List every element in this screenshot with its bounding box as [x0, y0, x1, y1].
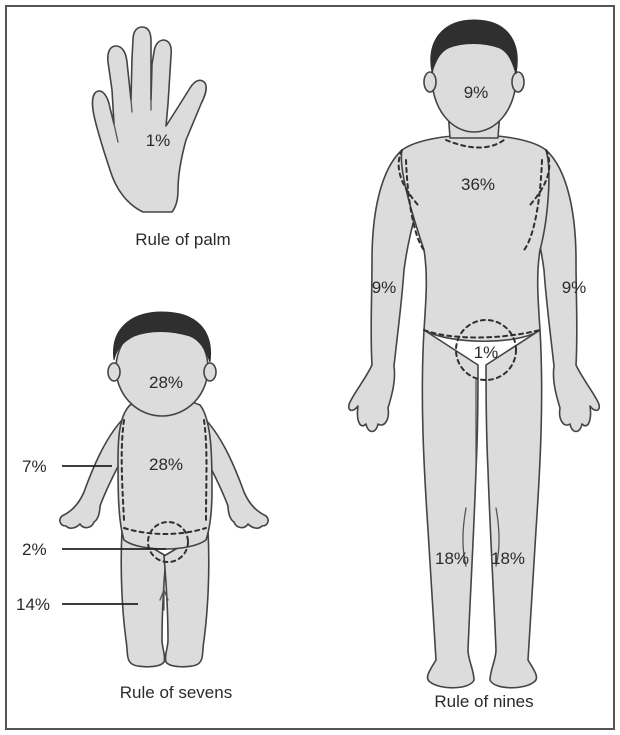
adult-right-arm-percent: 9% — [562, 278, 587, 297]
adult-caption: Rule of nines — [434, 692, 533, 711]
child-torso — [118, 400, 212, 549]
child-arm-callout: 7% — [22, 457, 47, 476]
child-ear — [204, 363, 216, 381]
child-caption: Rule of sevens — [120, 683, 232, 702]
adult-ear — [512, 72, 524, 92]
child-head-percent: 28% — [149, 373, 183, 392]
adult-right-leg-percent: 18% — [491, 549, 525, 568]
palm-percent: 1% — [146, 131, 171, 150]
child-trunk-percent: 28% — [149, 455, 183, 474]
adult-ear — [424, 72, 436, 92]
adult-genital-percent: 1% — [474, 343, 499, 362]
child-ear — [108, 363, 120, 381]
palm-caption: Rule of palm — [135, 230, 230, 249]
child-leg-callout: 14% — [16, 595, 50, 614]
adult-left-arm-percent: 9% — [372, 278, 397, 297]
adult-left-leg-percent: 18% — [435, 549, 469, 568]
child-genital-callout: 2% — [22, 540, 47, 559]
adult-head-percent: 9% — [464, 83, 489, 102]
adult-trunk-percent: 36% — [461, 175, 495, 194]
